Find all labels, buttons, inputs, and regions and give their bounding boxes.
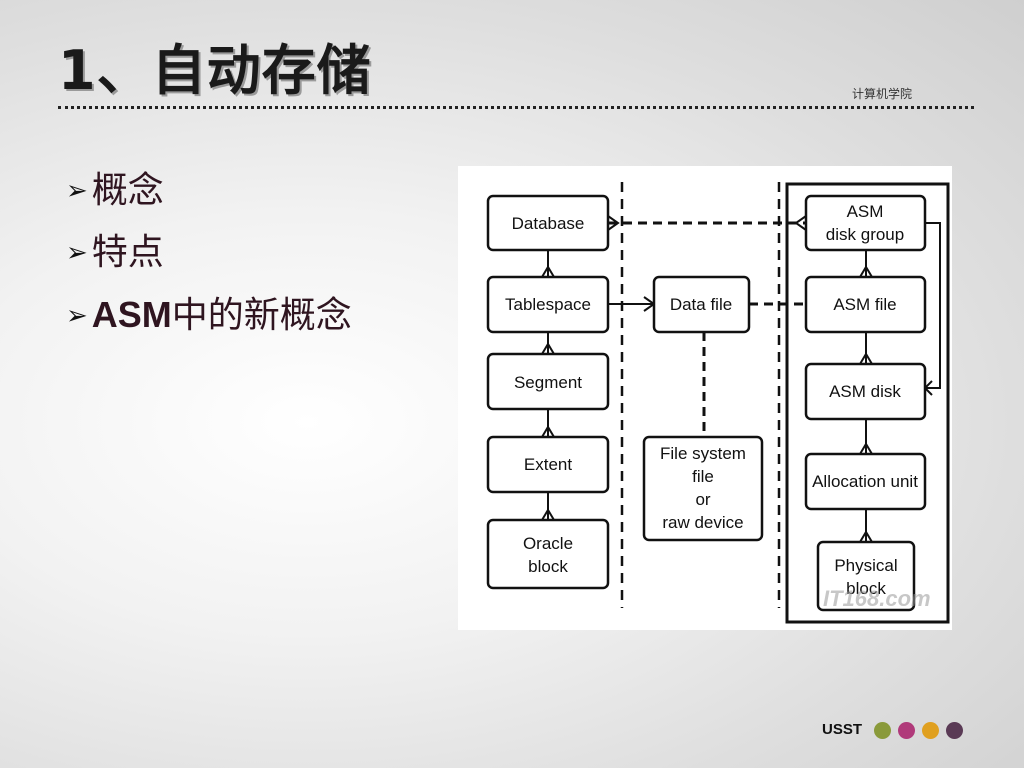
footer-dot bbox=[874, 722, 891, 739]
node-asm-disk: ASM disk bbox=[804, 362, 927, 421]
crowfoot-asmfile bbox=[859, 265, 873, 278]
node-fs-file: File system file or raw device bbox=[642, 435, 764, 542]
bullet-prefix: ASM bbox=[91, 294, 172, 335]
asm-frame bbox=[785, 182, 950, 624]
node-label: Tablespace bbox=[505, 295, 591, 314]
node-label: Allocation unit bbox=[812, 472, 918, 491]
node-asm-file: ASM file bbox=[804, 275, 927, 334]
crowfoot-database bbox=[607, 215, 620, 231]
node-database: Database bbox=[486, 194, 610, 252]
node-label: or bbox=[695, 490, 710, 509]
node-label: Database bbox=[512, 214, 585, 233]
node-label: block bbox=[528, 557, 568, 576]
arrow-bullet-icon: ➢ bbox=[66, 238, 88, 268]
node-label: Segment bbox=[514, 373, 582, 392]
crowfoot-physical bbox=[859, 530, 873, 543]
bullet-text: 中的新概念 bbox=[171, 295, 352, 336]
footer-dot bbox=[922, 722, 939, 739]
node-label: raw device bbox=[662, 513, 743, 532]
node-tablespace: Tablespace bbox=[486, 275, 610, 334]
node-oracle-block: Oracle block bbox=[486, 518, 610, 590]
bullet-item: ➢ASM中的新概念 bbox=[66, 284, 352, 347]
node-label: disk group bbox=[826, 225, 904, 244]
title-divider bbox=[58, 106, 974, 109]
node-physical-block: Physical block bbox=[816, 540, 916, 612]
department-label: 计算机学院 bbox=[852, 87, 913, 101]
crowfoot-asmdisk bbox=[859, 352, 873, 365]
bullet-item: ➢特点 bbox=[66, 222, 352, 284]
arrow-bullet-icon: ➢ bbox=[66, 301, 88, 331]
footer-brand: USST bbox=[822, 721, 863, 738]
crowfoot-oracle-block bbox=[541, 508, 555, 521]
footer-dot bbox=[898, 722, 915, 739]
arrow-bullet-icon: ➢ bbox=[66, 176, 88, 206]
node-label: Extent bbox=[524, 455, 572, 474]
node-label: Data file bbox=[670, 295, 732, 314]
crowfoot-segment bbox=[541, 342, 555, 355]
node-label: ASM bbox=[847, 202, 884, 221]
bullet-text: 特点 bbox=[91, 232, 164, 273]
node-label: block bbox=[846, 579, 886, 598]
node-data-file: Data file bbox=[652, 275, 751, 334]
asm-diagram-svg: Database Tablespace Segment Extent Oracl… bbox=[486, 182, 950, 624]
node-extent: Extent bbox=[486, 435, 610, 494]
crowfoot-diskgroup bbox=[794, 215, 807, 231]
node-label: ASM file bbox=[833, 295, 896, 314]
bullet-text: 概念 bbox=[91, 170, 164, 211]
footer-dot bbox=[946, 722, 963, 739]
node-label: file bbox=[692, 467, 714, 486]
rel-diskgroup-asmdisk bbox=[925, 222, 941, 389]
node-segment: Segment bbox=[486, 352, 610, 411]
bullet-item: ➢概念 bbox=[66, 160, 352, 222]
node-label: File system bbox=[660, 444, 746, 463]
node-allocation-unit: Allocation unit bbox=[804, 452, 927, 511]
crowfoot-tablespace bbox=[541, 265, 555, 278]
crowfoot-extent bbox=[541, 425, 555, 438]
node-label: ASM disk bbox=[829, 382, 901, 401]
node-label: Oracle bbox=[523, 534, 573, 553]
watermark-logo: IT168.com bbox=[823, 586, 931, 611]
crowfoot-au bbox=[859, 442, 873, 455]
asm-diagram: Database Tablespace Segment Extent Oracl… bbox=[458, 166, 952, 630]
slide-title: 1、自动存储 bbox=[58, 39, 372, 102]
node-label: Physical bbox=[834, 556, 897, 575]
bullet-list: ➢概念 ➢特点 ➢ASM中的新概念 bbox=[66, 160, 352, 347]
node-asm-disk-group: ASM disk group bbox=[804, 194, 927, 252]
